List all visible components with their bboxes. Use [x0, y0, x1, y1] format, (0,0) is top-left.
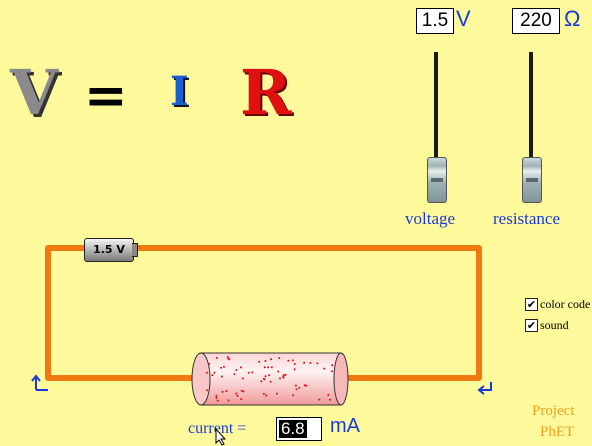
resistor-dot: [264, 375, 267, 378]
resistor-dot: [215, 356, 218, 359]
resistor-dot: [294, 384, 297, 387]
resistor-dot: [262, 377, 265, 380]
checkbox-check-icon[interactable]: ✔: [525, 298, 538, 311]
resistor-dot: [331, 370, 334, 373]
resistor-dot: [236, 394, 239, 397]
phet-logo-line2: PhET: [540, 424, 575, 440]
resistor-dot: [216, 399, 219, 402]
resistance-unit: Ω: [564, 6, 581, 31]
battery-terminal: [132, 243, 138, 257]
resistor-dot: [225, 390, 228, 392]
current-value: 6.8: [279, 419, 307, 438]
resistor-dot: [292, 394, 295, 397]
resistor-dot: [284, 373, 287, 376]
phet-logo-line1: Project: [532, 403, 575, 419]
circuit-wire: [45, 245, 482, 381]
resistor-dot: [279, 377, 281, 380]
resistor-dot: [323, 367, 326, 370]
resistor-dot: [213, 371, 216, 374]
resistor-dot: [270, 366, 273, 369]
resistor-dot: [260, 380, 263, 383]
resistor-dot: [227, 399, 230, 402]
equation-r: R: [240, 56, 292, 129]
current-label: current =: [188, 420, 247, 437]
resistance-slider-knob[interactable]: [522, 157, 542, 203]
resistance-value-field[interactable]: 220: [512, 8, 560, 34]
resistor-dot: [303, 361, 306, 364]
resistor-dot: [233, 373, 236, 376]
resistor-dot: [309, 362, 312, 364]
color-code-label: color code: [540, 297, 591, 311]
resistor-dot: [215, 396, 218, 399]
sound-label: sound: [540, 318, 569, 332]
resistor-dot: [318, 398, 321, 401]
voltage-slider-track[interactable]: [434, 52, 438, 200]
resistor-dot: [220, 366, 223, 369]
resistance-slider-track[interactable]: [529, 52, 533, 200]
resistor: [191, 352, 349, 406]
voltage-slider-knob[interactable]: [427, 157, 447, 203]
color-code-checkbox[interactable]: ✔ color code: [525, 297, 590, 312]
equation-v: V: [10, 56, 59, 129]
resistor-dot: [316, 362, 319, 365]
resistor-dot: [298, 386, 301, 389]
resistor-dot: [220, 375, 223, 378]
resistor-dot: [268, 374, 271, 377]
current-direction-right-icon: [477, 382, 492, 395]
resistor-dot: [223, 365, 225, 368]
sound-checkbox[interactable]: ✔ sound: [525, 318, 569, 333]
resistor-dot: [208, 362, 211, 365]
resistor-dot: [239, 366, 242, 369]
resistor-dot: [206, 389, 209, 392]
resistor-dot: [240, 389, 243, 392]
mouse-cursor-icon: [215, 428, 227, 446]
resistor-dot: [215, 394, 218, 397]
resistor-dot: [329, 398, 331, 401]
resistor-dot: [278, 357, 281, 360]
resistor-dot: [282, 376, 285, 379]
resistor-dot: [235, 369, 238, 371]
resistor-dot: [227, 357, 230, 360]
resistor-dot: [247, 371, 250, 374]
resistor-dot: [293, 368, 296, 371]
voltage-unit: V: [456, 6, 471, 31]
resistor-dot: [205, 371, 208, 374]
current-direction-left-icon: [31, 374, 48, 391]
resistor-dot: [275, 392, 278, 395]
voltage-value-field[interactable]: 1.5: [416, 8, 454, 34]
resistor-dot: [264, 360, 267, 362]
resistor-dot: [269, 380, 272, 383]
resistor-dot: [263, 366, 266, 369]
checkbox-check-icon[interactable]: ✔: [525, 319, 538, 332]
resistor-dot: [270, 358, 273, 361]
current-unit: mA: [330, 415, 360, 437]
resistor-dot: [287, 359, 290, 362]
battery: 1.5 V: [84, 238, 134, 262]
resistor-dot: [291, 359, 294, 362]
resistor-dot: [242, 390, 245, 393]
resistor-dot: [327, 393, 330, 396]
resistor-dot: [221, 390, 224, 393]
equation-equals: =: [84, 65, 128, 126]
resistor-dot: [251, 371, 254, 374]
resistance-label: resistance: [493, 209, 561, 228]
voltage-label: voltage: [405, 209, 456, 228]
equation-i: I: [170, 68, 189, 115]
resistor-dot: [265, 394, 268, 397]
resistor-dot: [293, 363, 296, 365]
current-readout-box: 6.8: [276, 417, 322, 441]
resistor-dot: [258, 360, 261, 363]
resistor-dot: [295, 388, 298, 391]
resistor-dot: [262, 392, 265, 395]
resistor-dot: [331, 364, 334, 367]
resistor-dot: [211, 374, 214, 377]
resistor-dot: [241, 377, 244, 380]
resistor-dot: [226, 356, 229, 358]
resistor-dot: [267, 366, 270, 369]
resistor-dot: [235, 392, 238, 395]
resistor-dot: [303, 384, 306, 387]
resistor-dot: [240, 398, 243, 401]
resistor-dot: [277, 370, 280, 373]
